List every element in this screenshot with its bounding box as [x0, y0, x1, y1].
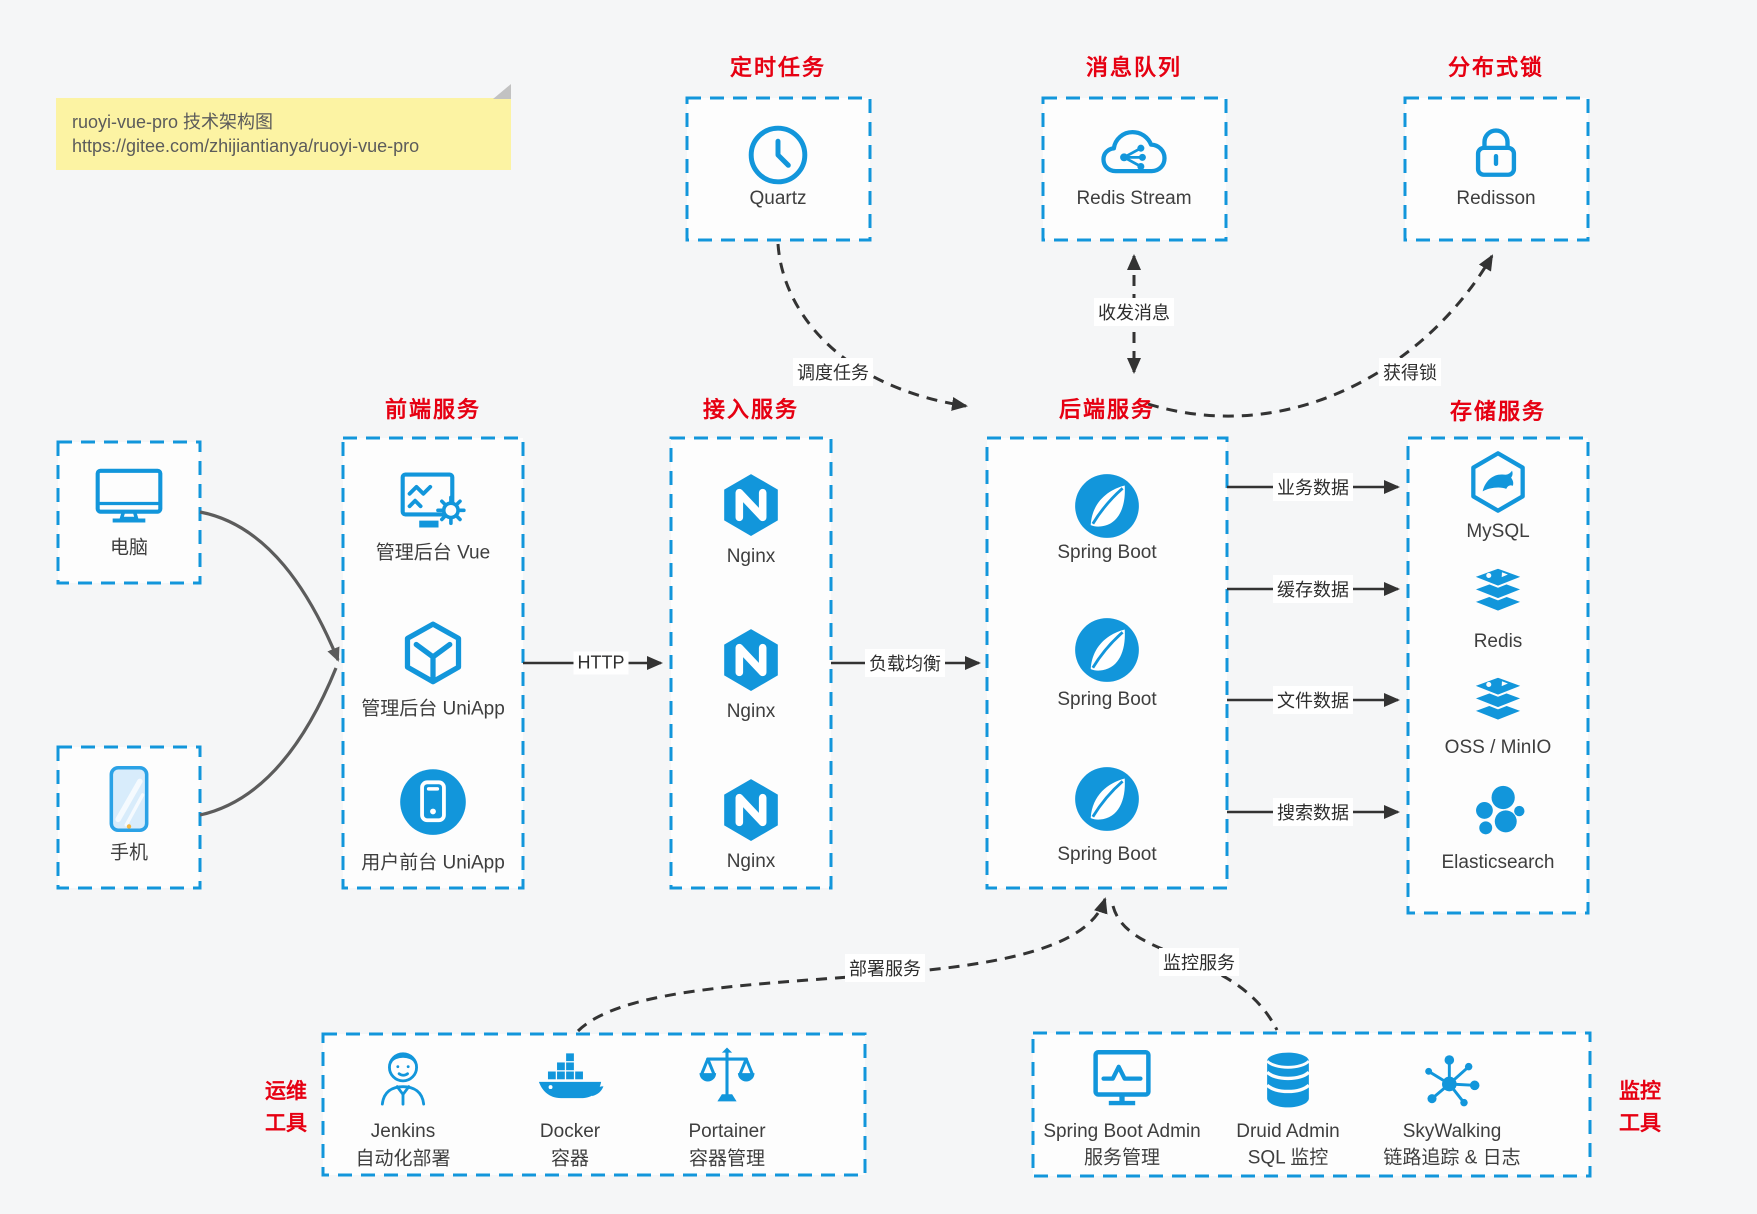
spring-boot-admin-icon	[1093, 1050, 1151, 1106]
schedule-task-arrow	[776, 243, 968, 411]
jenkins-icon	[380, 1052, 426, 1106]
spring-boot-label: Spring Boot	[1057, 844, 1157, 865]
admin-vue-label: 管理后台 Vue	[375, 542, 491, 564]
group-title-storage: 存储服务	[1449, 399, 1547, 424]
acquire-lock-arrow	[1147, 254, 1494, 418]
monitor-service-arrow	[1111, 905, 1279, 1031]
edge-label-lock: 获得锁	[1379, 358, 1441, 386]
user-uniapp-label: 用户前台 UniApp	[361, 852, 505, 874]
group-title-frontend: 前端服务	[384, 397, 482, 422]
group-title-scheduled-tasks: 定时任务	[729, 55, 827, 80]
uniapp-cube-icon	[404, 621, 462, 685]
note-fold-corner	[493, 84, 511, 99]
portainer-desc: 容器管理	[688, 1148, 766, 1170]
desktop-icon	[95, 468, 163, 523]
pc-to-frontend-arrow	[199, 510, 340, 662]
oss-minio-label: OSS / MinIO	[1444, 737, 1552, 758]
edge-label-cache-data: 缓存数据	[1273, 575, 1353, 603]
spring-boot-label: Spring Boot	[1057, 689, 1157, 710]
nginx-icon	[724, 779, 778, 841]
monitor-tools-title-line1: 监控	[1619, 1080, 1661, 1103]
druid-admin-desc: SQL 监控	[1247, 1147, 1329, 1169]
note-title: ruoyi-vue-pro 技术架构图	[72, 112, 274, 132]
ops-tools-title-line1: 运维	[265, 1080, 307, 1103]
skywalking-icon	[1425, 1055, 1480, 1107]
nginx-icon	[724, 629, 778, 691]
docker-label: Docker	[539, 1121, 601, 1142]
edge-label-load-balance: 负载均衡	[865, 649, 945, 677]
jenkins-desc: 自动化部署	[355, 1148, 451, 1170]
portainer-icon	[699, 1047, 755, 1102]
skywalking-label: SkyWalking	[1402, 1121, 1502, 1142]
nginx-label: Nginx	[726, 851, 776, 872]
nginx-label: Nginx	[726, 546, 776, 567]
monitor-tools-title-line2: 工具	[1619, 1112, 1661, 1135]
edge-label-business-data: 业务数据	[1273, 473, 1353, 501]
edge-label-deploy: 部署服务	[845, 954, 925, 982]
edge-label-search-data: 搜索数据	[1273, 798, 1353, 826]
oss-stack-icon	[1471, 675, 1525, 722]
lock-icon	[1475, 128, 1517, 177]
redis-label: Redis	[1473, 631, 1523, 652]
edge-label-message: 收发消息	[1094, 298, 1174, 326]
spring-icon	[1075, 767, 1139, 831]
user-app-icon	[400, 769, 466, 835]
group-title-message-queue: 消息队列	[1085, 55, 1183, 80]
spring-icon	[1075, 618, 1139, 682]
admin-vue-icon	[400, 472, 466, 528]
phone-to-frontend-arrow	[199, 667, 338, 817]
phone-label: 手机	[109, 842, 149, 864]
docker-icon	[538, 1053, 604, 1099]
elasticsearch-label: Elasticsearch	[1441, 852, 1555, 873]
storage-box	[1406, 436, 1590, 915]
spring-boot-admin-desc: 服务管理	[1083, 1147, 1161, 1169]
jenkins-label: Jenkins	[370, 1121, 436, 1142]
nginx-icon	[724, 474, 778, 536]
skywalking-desc: 链路追踪 & 日志	[1383, 1147, 1521, 1169]
docker-desc: 容器	[550, 1148, 590, 1170]
quartz-box	[685, 96, 872, 242]
mysql-icon	[1471, 451, 1525, 513]
redis-stack-icon	[1471, 566, 1525, 613]
spring-boot-admin-label: Spring Boot Admin	[1043, 1121, 1201, 1142]
edge-label-file-data: 文件数据	[1273, 686, 1353, 714]
edge-label-monitor: 监控服务	[1159, 948, 1239, 976]
admin-uniapp-label: 管理后台 UniApp	[361, 698, 505, 720]
portainer-label: Portainer	[688, 1121, 766, 1142]
title-note: ruoyi-vue-pro 技术架构图 https://gitee.com/zh…	[56, 84, 511, 170]
group-title-gateway: 接入服务	[702, 397, 800, 422]
druid-admin-label: Druid Admin	[1236, 1121, 1340, 1142]
mysql-label: MySQL	[1466, 521, 1530, 542]
cloud-mq-icon	[1101, 130, 1167, 174]
ops-tools-title-line2: 工具	[265, 1112, 307, 1135]
quartz-label: Quartz	[749, 188, 807, 209]
pc-label: 电脑	[109, 537, 149, 559]
redisson-box	[1403, 96, 1590, 242]
spring-icon	[1075, 474, 1139, 538]
redis-stream-label: Redis Stream	[1076, 188, 1192, 209]
group-title-backend: 后端服务	[1058, 397, 1156, 422]
redisson-label: Redisson	[1456, 188, 1536, 209]
edge-label-schedule: 调度任务	[793, 358, 873, 386]
edge-label-http: HTTP	[573, 651, 629, 675]
elasticsearch-icon	[1476, 785, 1525, 835]
deploy-service-arrow	[576, 897, 1108, 1033]
group-title-distributed-lock: 分布式锁	[1447, 55, 1545, 80]
note-url: https://gitee.com/zhijiantianya/ruoyi-vu…	[72, 136, 420, 156]
spring-boot-label: Spring Boot	[1057, 542, 1157, 563]
nginx-label: Nginx	[726, 701, 776, 722]
clock-icon	[748, 125, 808, 185]
druid-icon	[1265, 1052, 1311, 1108]
mobile-icon	[109, 765, 149, 833]
